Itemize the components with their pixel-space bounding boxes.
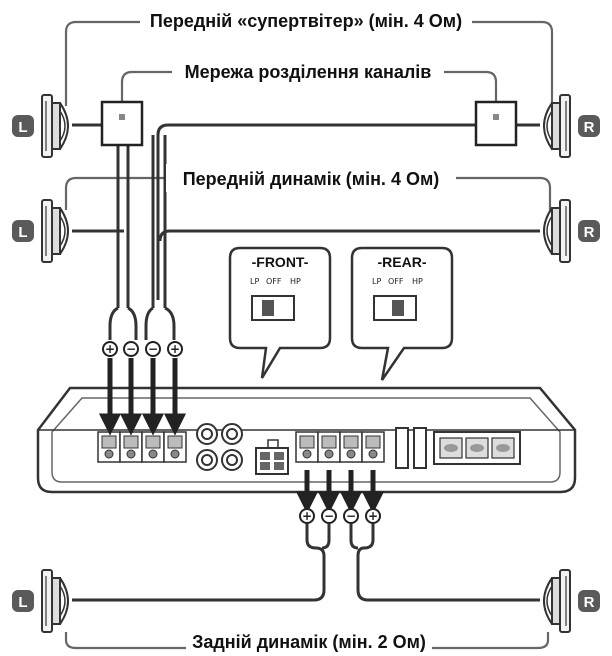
rear-wire-right-b [356,524,540,602]
svg-text:−: − [346,509,356,523]
svg-text:R: R [584,119,595,136]
rear-switch-title: -REAR- [378,254,427,270]
terminal-block-icon [141,431,165,463]
rear-wire-arrows [295,470,385,514]
crossover-feed-right [156,123,476,300]
speaker-icon [543,199,571,263]
rear-bracket-left [64,632,186,650]
rear-switch-callout: -REAR- LP OFF HP [350,246,454,381]
split-right [144,306,176,340]
svg-text:R: R [584,224,595,241]
label-rear-speaker: Задній динамік (мін. 2 Ом) [192,632,426,652]
svg-text:L: L [18,119,27,136]
front-switch-lp: LP [250,277,259,286]
svg-text:R: R [584,594,595,611]
svg-text:+: + [170,342,180,356]
split-left [108,306,138,340]
speaker-icon [543,569,571,633]
front-switch-callout: -FRONT- LP OFF HP [228,246,332,379]
channel-badge-right: R [578,590,600,612]
crossover-wire-right [444,70,498,102]
channel-badge-left: L [12,115,34,137]
front-switch-hp: HP [290,277,301,286]
rear-wire-left-b [321,524,331,550]
svg-text:+: + [105,342,115,356]
label-front-tweeter: Передній «супертвітер» (мін. 4 Ом) [150,11,462,31]
svg-text:−: − [324,509,334,523]
crossover-box-icon [100,100,144,147]
rear-switch-off: OFF [388,277,404,286]
front-switch-off: OFF [266,277,282,286]
crossover-box-icon [474,100,518,147]
speaker-icon [41,94,69,158]
front-feed-right [158,229,540,242]
front-wire-arrows [98,358,187,436]
speaker-icon [41,199,69,263]
front-polarity-markers: + − − + [102,341,183,357]
channel-badge-left: L [12,220,34,242]
rear-wire-right [349,524,359,550]
fuse-icon [395,427,427,469]
svg-text:L: L [18,594,27,611]
rear-polarity-markers: + − − + [299,508,381,524]
svg-text:+: + [368,509,378,523]
svg-text:−: − [126,342,136,356]
speaker-icon [543,94,571,158]
speaker-icon [41,569,69,633]
tweeter-wire-right [470,20,554,106]
terminal-block-icon [163,431,187,463]
rear-bracket-right [432,632,550,650]
terminal-block-icon [97,431,121,463]
svg-text:L: L [18,224,27,241]
front-wire-right [456,176,552,210]
rear-switch-lp: LP [372,277,381,286]
power-terminal-block [433,431,521,465]
label-crossover: Мережа розділення каналів [185,62,432,82]
crossover-wire-left [120,70,172,102]
tweeter-wire-left [64,20,140,106]
channel-badge-right: R [578,115,600,137]
channel-badge-left: L [12,590,34,612]
svg-text:+: + [302,509,312,523]
rca-input-icon [196,423,243,471]
power-connector-icon [255,439,289,475]
terminal-block-icon [361,431,385,463]
terminal-block-icon [295,431,319,463]
channel-badge-right: R [578,220,600,242]
terminal-block-icon [317,431,341,463]
front-wire-left [64,176,166,210]
rear-wire-left [72,524,326,602]
front-switch-title: -FRONT- [252,254,309,270]
rear-switch-hp: HP [412,277,423,286]
terminal-block-icon [119,431,143,463]
label-front-speaker: Передній динамік (мін. 4 Ом) [183,169,440,189]
svg-text:−: − [148,342,158,356]
terminal-block-icon [339,431,363,463]
